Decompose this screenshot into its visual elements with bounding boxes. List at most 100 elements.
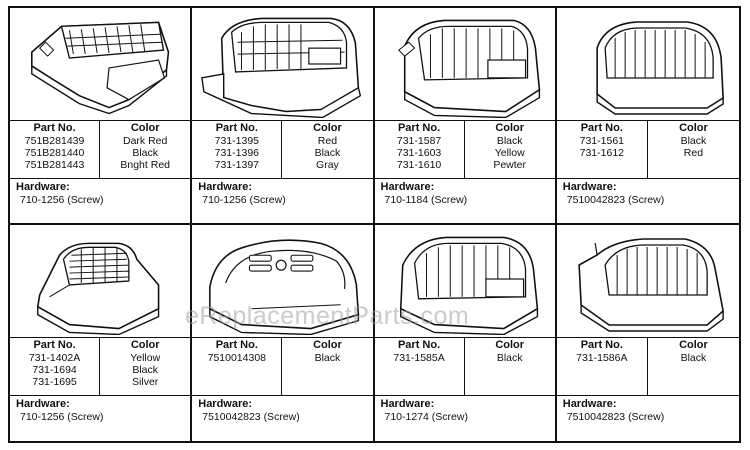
hardware-section: Hardware: 710-1184 (Screw) (374, 178, 555, 206)
hardware-section: Hardware: 710-1256 (Screw) (10, 394, 191, 423)
color-column: Color Dark Red Black Bnght Red (100, 121, 190, 178)
engine-shroud-icon (10, 8, 190, 118)
part-table: Part No. 7510014308 Color Black (192, 336, 373, 395)
color-value: Black (132, 363, 159, 376)
parts-grid: Part No. 751B281439 751B281440 751B28144… (10, 8, 739, 441)
part-cell: Part No. 731-1402A 731-1694 731-1695 Col… (10, 224, 193, 441)
part-number-column: Part No. 731-1586A (557, 337, 648, 395)
part-number: 731-1396 (214, 147, 259, 159)
part-number: 731-1695 (32, 375, 77, 388)
part-cell: Part No. 751B281439 751B281440 751B28144… (10, 8, 193, 225)
color-value: Black (680, 351, 707, 364)
part-number-header: Part No. (33, 122, 76, 134)
hardware-header: Hardware: (16, 397, 70, 410)
hardware-section: Hardware: 7510042823 (Screw) (192, 394, 373, 423)
color-header: Color (495, 338, 525, 351)
part-table: Part No. 731-1586A Color Black (556, 336, 739, 395)
engine-shroud-icon (192, 225, 372, 335)
color-value: Gray (316, 159, 339, 171)
part-number: 731-1395 (214, 135, 259, 147)
engine-shroud-icon (375, 225, 555, 335)
hardware-value: 710-1274 (Screw) (384, 410, 468, 423)
hardware-header: Hardware: (16, 181, 70, 193)
engine-shroud-icon (557, 8, 739, 118)
color-column: Color Red Black Gray (282, 121, 372, 178)
part-cell: Part No. 731-1587 731-1603 731-1610 Colo… (374, 8, 557, 225)
color-header: Color (679, 122, 708, 134)
part-number-header: Part No. (580, 122, 623, 134)
color-column: Color Black (282, 338, 372, 395)
hardware-header: Hardware: (562, 181, 617, 193)
color-value: Black (496, 135, 523, 147)
part-number: 731-1397 (214, 159, 259, 171)
part-table: Part No. 731-1395 731-1396 731-1397 Colo… (192, 120, 373, 178)
part-number: 731-1612 (579, 147, 624, 159)
part-number: 731-1603 (396, 147, 442, 159)
color-column: Color Black Red (648, 121, 739, 178)
color-header: Color (679, 338, 708, 351)
hardware-value: 710-1184 (Screw) (384, 194, 468, 206)
part-table: Part No. 731-1402A 731-1694 731-1695 Col… (10, 336, 191, 395)
hardware-value: 710-1256 (Screw) (20, 410, 104, 423)
engine-shroud-icon (557, 225, 739, 335)
part-number-column: Part No. 731-1402A 731-1694 731-1695 (10, 337, 101, 395)
part-cell: Part No. 731-1395 731-1396 731-1397 Colo… (192, 8, 375, 225)
color-column: Color Black (465, 338, 555, 395)
parts-sheet: Part No. 751B281439 751B281440 751B28144… (8, 6, 741, 443)
engine-shroud-icon (10, 225, 190, 335)
color-value: Black (314, 147, 341, 159)
hardware-header: Hardware: (198, 181, 253, 193)
color-value: Black (680, 135, 707, 147)
hardware-section: Hardware: 7510042823 (Screw) (556, 178, 739, 206)
hardware-value: 7510042823 (Screw) (202, 410, 300, 423)
part-number: 751B281439 (24, 135, 85, 147)
color-value: Bnght Red (120, 159, 170, 171)
hardware-header: Hardware: (380, 181, 435, 193)
hardware-header: Hardware: (562, 397, 617, 410)
color-value: Black (496, 351, 523, 364)
part-number: 7510014308 (207, 351, 267, 364)
color-header: Color (313, 122, 342, 134)
color-value: Black (132, 147, 159, 159)
part-table: Part No. 731-1587 731-1603 731-1610 Colo… (374, 120, 555, 178)
color-value: Yellow (130, 351, 161, 364)
hardware-value: 7510042823 (Screw) (566, 410, 665, 423)
part-number-column: Part No. 731-1561 731-1612 (557, 121, 648, 178)
color-value: Pewter (493, 159, 527, 171)
part-number: 751B281440 (24, 147, 85, 159)
part-number: 751B281443 (24, 159, 85, 171)
part-number-column: Part No. 731-1587 731-1603 731-1610 (375, 121, 465, 178)
color-header: Color (313, 338, 342, 351)
part-number-header: Part No. (397, 122, 441, 134)
part-number: 731-1610 (396, 159, 442, 171)
part-cell: Part No. 731-1586A Color Black Hardware:… (556, 225, 739, 442)
part-number: 731-1561 (579, 135, 624, 147)
hardware-value: 7510042823 (Screw) (566, 194, 665, 206)
color-header: Color (130, 122, 160, 134)
part-number-column: Part No. 731-1585A (375, 337, 465, 395)
part-cell: Part No. 7510014308 Color Black Hardware… (192, 224, 375, 441)
part-number-header: Part No. (215, 122, 258, 134)
color-value: Silver (132, 375, 159, 388)
part-number-column: Part No. 731-1395 731-1396 731-1397 (192, 121, 283, 178)
part-number: 731-1694 (32, 363, 77, 376)
part-table: Part No. 731-1561 731-1612 Color Black R… (556, 120, 739, 178)
hardware-value: 710-1256 (Screw) (202, 194, 286, 206)
part-number: 731-1585A (393, 351, 445, 364)
color-header: Color (495, 122, 525, 134)
color-value: Black (314, 351, 341, 364)
part-cell: Part No. 731-1561 731-1612 Color Black R… (556, 8, 739, 225)
part-table: Part No. 731-1585A Color Black (374, 336, 555, 395)
color-value: Red (317, 135, 338, 147)
engine-shroud-icon (375, 8, 555, 118)
color-header: Color (130, 338, 160, 351)
part-number: 731-1586A (576, 351, 628, 364)
part-cell: Part No. 731-1585A Color Black Hardware:… (374, 224, 557, 441)
color-value: Dark Red (123, 135, 168, 147)
color-value: Yellow (494, 147, 525, 159)
part-number: 731-1587 (396, 135, 442, 147)
color-column: Color Black Yellow Pewter (465, 121, 555, 178)
hardware-section: Hardware: 710-1256 (Screw) (192, 178, 373, 206)
part-number-header: Part No. (33, 338, 76, 351)
color-column: Color Yellow Black Silver (100, 338, 190, 395)
